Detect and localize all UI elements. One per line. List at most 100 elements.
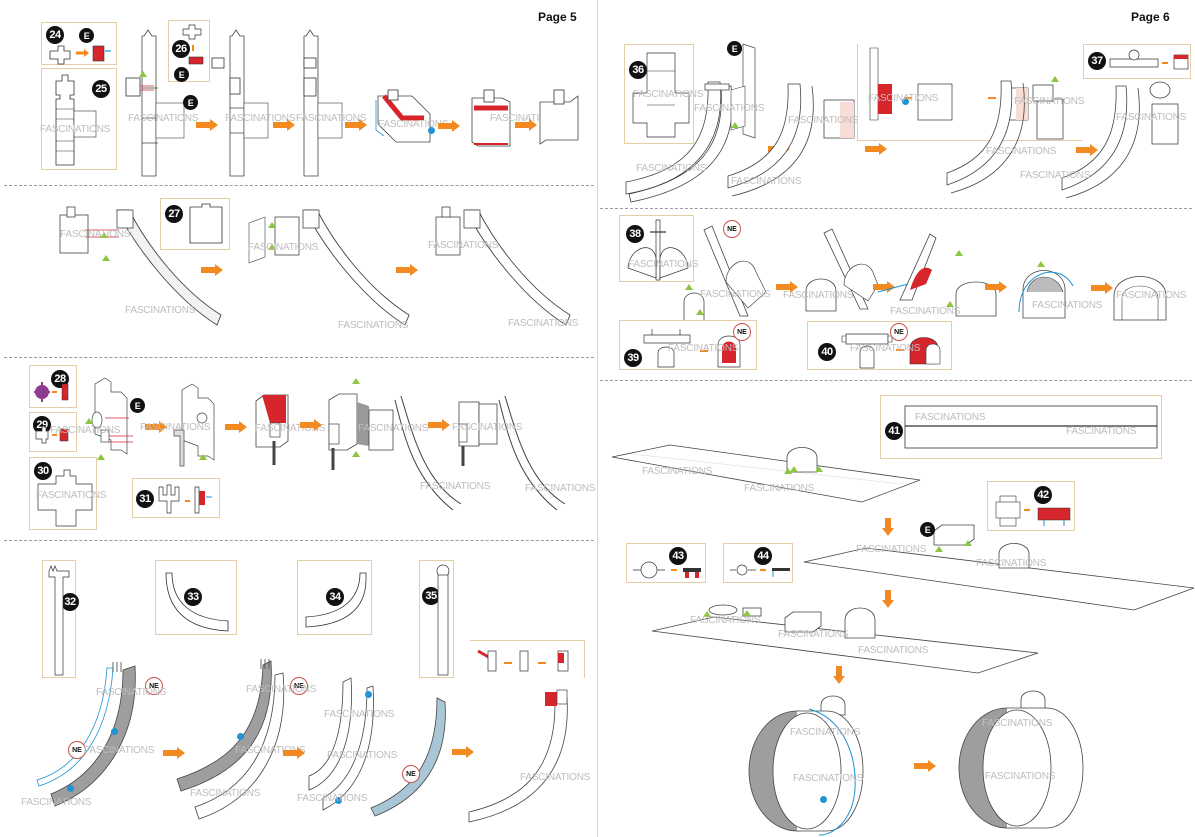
- part-diagram: [158, 484, 212, 514]
- watermark: FASCINATIONS: [1020, 170, 1091, 181]
- part-diagram: [627, 219, 689, 281]
- assembly-figure: [708, 604, 876, 639]
- step-33-inset: 33: [155, 560, 237, 635]
- assembly-figure: [1061, 81, 1179, 199]
- watermark: FASCINATIONS: [668, 343, 739, 354]
- assembly-figure: [125, 29, 185, 177]
- watermark: FASCINATIONS: [60, 229, 131, 240]
- align-triangle: [731, 122, 739, 128]
- step-arrow-down: [882, 590, 894, 608]
- watermark: FASCINATIONS: [1116, 112, 1187, 123]
- row-separator: [4, 357, 594, 358]
- part-diagram: [436, 564, 450, 676]
- assembly-figure: [471, 89, 511, 147]
- align-triangle: [268, 244, 276, 250]
- align-triangle: [268, 222, 276, 228]
- step-30-inset: 30: [29, 457, 97, 530]
- step-arrow: [163, 746, 185, 759]
- watermark: FASCINATIONS: [125, 305, 196, 316]
- step-badge: 30: [34, 462, 52, 480]
- watermark: FASCINATIONS: [128, 113, 199, 124]
- step-badge: 38: [626, 225, 644, 243]
- assembly-figure: [458, 395, 566, 511]
- step-40-inset: 40: [807, 321, 952, 370]
- assembly-figure: [998, 543, 1030, 569]
- watermark: FASCINATIONS: [140, 422, 211, 433]
- step-arrow: [985, 280, 1007, 293]
- watermark: FASCINATIONS: [296, 113, 367, 124]
- part-diagram: [48, 565, 70, 676]
- watermark: FASCINATIONS: [255, 423, 326, 434]
- assembly-figure: [248, 209, 410, 326]
- align-triangle: [199, 454, 207, 460]
- step-24-inset: 24 E: [41, 22, 117, 65]
- step-badge: 35: [422, 587, 440, 605]
- step-32-inset: 32: [42, 560, 79, 678]
- watermark: FASCINATIONS: [793, 773, 864, 784]
- step-43-inset: 43: [626, 543, 706, 583]
- watermark: FASCINATIONS: [327, 750, 398, 761]
- watermark: FASCINATIONS: [731, 176, 802, 187]
- assembly-figure: [1018, 270, 1074, 319]
- step-26-inset: 26 E: [168, 20, 210, 82]
- part-diagram: [165, 572, 229, 632]
- watermark: FASCINATIONS: [520, 772, 591, 783]
- watermark: FASCINATIONS: [690, 615, 761, 626]
- watermark: FASCINATIONS: [976, 558, 1047, 569]
- assembly-figure: [211, 29, 269, 177]
- glue-dot: [335, 797, 342, 804]
- watermark: FASCINATIONS: [642, 466, 713, 477]
- step-34-inset: 34: [297, 560, 372, 635]
- watermark: FASCINATIONS: [783, 290, 854, 301]
- assembly-figure: [539, 89, 579, 145]
- step-badge: 43: [669, 547, 687, 565]
- step-badge: 31: [136, 490, 154, 508]
- assembly-figure: [435, 206, 571, 326]
- glue-dot: [111, 728, 118, 735]
- ring-assembly: [958, 690, 1084, 829]
- step-36-inset: 36: [624, 44, 694, 144]
- ne-badge: NE: [145, 677, 163, 695]
- step-badge: 26: [172, 40, 190, 58]
- watermark: FASCINATIONS: [452, 422, 523, 433]
- watermark: FASCINATIONS: [490, 113, 561, 124]
- part-diagram: [643, 329, 741, 368]
- watermark: FASCINATIONS: [868, 93, 939, 104]
- step-31-inset: 31: [132, 478, 220, 518]
- watermark: FASCINATIONS: [982, 718, 1053, 729]
- part-diagram: [37, 469, 93, 527]
- assembly-figure: [36, 662, 136, 807]
- part-diagram: [182, 24, 204, 65]
- step-arrow-down: [833, 666, 845, 684]
- step-arrow: [396, 263, 418, 276]
- row-separator: [600, 208, 1192, 209]
- watermark: FASCINATIONS: [778, 629, 849, 640]
- assembly-figure: [375, 89, 431, 143]
- part-diagram: [189, 203, 223, 244]
- align-triangle: [685, 284, 693, 290]
- watermark: FASCINATIONS: [525, 483, 596, 494]
- assembly-figure: [625, 43, 756, 203]
- part-diagram: [305, 572, 367, 628]
- align-triangle: [352, 378, 360, 384]
- glue-dot: [237, 733, 244, 740]
- watermark: FASCINATIONS: [1032, 300, 1103, 311]
- step-badge: 32: [61, 593, 79, 611]
- watermark: FASCINATIONS: [508, 318, 579, 329]
- step-arrow: [873, 280, 895, 293]
- step-38-inset: 38: [619, 215, 694, 282]
- align-triangle: [696, 309, 704, 315]
- glue-dot: [365, 691, 372, 698]
- part-diagram: [34, 382, 69, 402]
- part-diagram: [904, 405, 1158, 449]
- step-badge: 28: [51, 370, 69, 388]
- step-arrow: [225, 420, 247, 433]
- step-arrow: [300, 418, 322, 431]
- assembly-figure: [1113, 276, 1167, 321]
- watermark: FASCINATIONS: [225, 113, 296, 124]
- step-badge: 41: [885, 422, 903, 440]
- watermark: FASCINATIONS: [50, 425, 121, 436]
- glue-dot: [820, 796, 827, 803]
- step-badge: 24: [46, 26, 64, 44]
- ne-badge: NE: [290, 677, 308, 695]
